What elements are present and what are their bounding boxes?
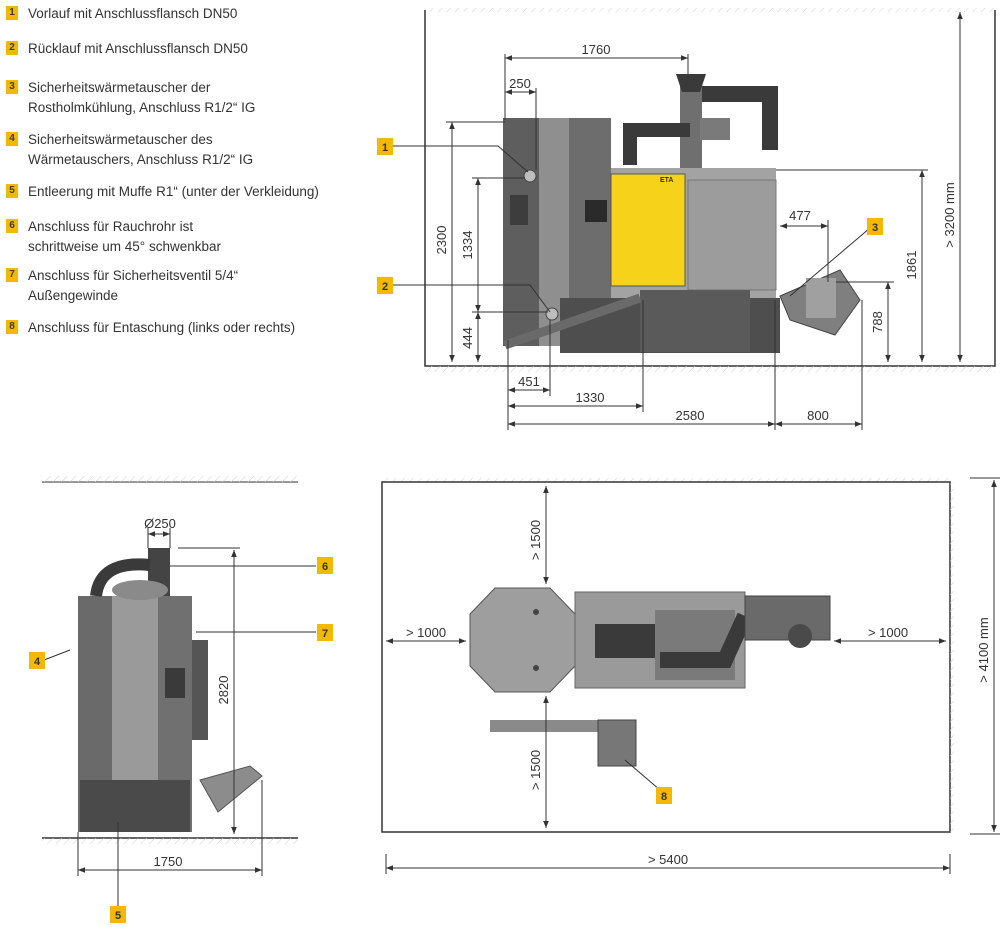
legend-badge: 6 — [6, 219, 18, 233]
legend-text: Anschluss für Rauchrohr ist schrittweise… — [28, 219, 221, 254]
dim-top-1500: > 1500 — [528, 520, 543, 560]
legend-text: Sicherheitswärmetauscher der Rostholmküh… — [28, 80, 256, 115]
legend-text: Anschluss für Entaschung (links oder rec… — [28, 320, 296, 335]
callout-3-badge — [867, 218, 883, 235]
side-view: ETA — [377, 8, 996, 430]
front-view: Ø250 2820 1750 4 6 7 5 — [29, 476, 333, 923]
callout-6: 6 — [322, 561, 328, 573]
legend-item-8: 8 Anschluss für Entaschung (links oder r… — [6, 318, 295, 338]
callout-3: 3 — [872, 222, 878, 234]
dim-451: 451 — [518, 374, 540, 389]
dim-477: 477 — [789, 208, 811, 223]
dim-3200: > 3200 mm — [942, 182, 957, 247]
dim-5400: > 5400 — [648, 852, 688, 867]
dim-1750: 1750 — [154, 854, 183, 869]
dim-444: 444 — [460, 327, 475, 349]
callout-8-badge — [656, 787, 672, 804]
yellow-panel — [610, 173, 686, 287]
legend-item-7: 7 Anschluss für Sicherheitsventil 5/4“ A… — [6, 266, 238, 306]
legend-text: Vorlauf mit Anschlussflansch DN50 — [28, 6, 238, 21]
dim-4100: > 4100 mm — [976, 617, 991, 682]
legend-text: Anschluss für Sicherheitsventil 5/4“ Auß… — [28, 268, 239, 303]
legend-item-1: 1 Vorlauf mit Anschlussflansch DN50 — [6, 4, 237, 24]
legend-item-2: 2 Rücklauf mit Anschlussflansch DN50 — [6, 39, 248, 59]
callout-5: 5 — [115, 910, 121, 922]
dim-1861: 1861 — [904, 251, 919, 280]
callout-7: 7 — [322, 628, 328, 640]
callout-6-badge — [317, 557, 333, 574]
legend-item-5: 5 Entleerung mit Muffe R1“ (unter der Ve… — [6, 182, 319, 202]
legend-badge: 2 — [6, 41, 18, 55]
dim-left-1000: > 1000 — [406, 625, 446, 640]
legend-item-6: 6 Anschluss für Rauchrohr ist schrittwei… — [6, 217, 221, 257]
callout-2-badge — [377, 277, 393, 294]
callout-8: 8 — [661, 791, 667, 803]
legend-badge: 1 — [6, 6, 18, 20]
top-view: > 1500 > 1500 > 1000 > 1000 > 4100 mm > … — [381, 477, 1000, 874]
dim-2580: 2580 — [676, 408, 705, 423]
legend-item-3: 3 Sicherheitswärmetauscher der Rostholmk… — [6, 78, 255, 118]
dim-800: 800 — [807, 408, 829, 423]
callout-7-badge — [317, 624, 333, 641]
boiler-octagon — [469, 587, 576, 693]
callout-4: 4 — [34, 656, 41, 668]
dim-1334: 1334 — [460, 231, 475, 260]
dim-1330: 1330 — [576, 390, 605, 405]
legend-text: Entleerung mit Muffe R1“ (unter der Verk… — [28, 184, 319, 199]
dim-1760: 1760 — [582, 42, 611, 57]
callout-4-badge — [29, 652, 45, 669]
legend-badge: 3 — [6, 80, 18, 94]
dim-diameter-250: Ø250 — [144, 516, 176, 531]
dim-2820: 2820 — [216, 676, 231, 705]
callout-5-badge — [110, 906, 126, 923]
callout-1: 1 — [382, 142, 388, 154]
legend-badge: 8 — [6, 320, 18, 334]
dim-250: 250 — [509, 76, 531, 91]
callout-2: 2 — [382, 281, 388, 293]
dim-bottom-1500: > 1500 — [528, 750, 543, 790]
legend-item-4: 4 Sicherheitswärmetauscher des Wärmetaus… — [6, 130, 253, 170]
legend-badge: 4 — [6, 132, 18, 146]
legend-text: Sicherheitswärmetauscher des Wärmetausch… — [28, 132, 254, 167]
callout-1-badge — [377, 138, 393, 155]
dim-right-1000: > 1000 — [868, 625, 908, 640]
legend-badge: 5 — [6, 184, 18, 198]
legend-text: Rücklauf mit Anschlussflansch DN50 — [28, 41, 248, 56]
brand-label: ETA — [660, 177, 673, 184]
dim-788: 788 — [870, 311, 885, 333]
legend-badge: 7 — [6, 268, 18, 282]
dim-2300: 2300 — [434, 226, 449, 255]
